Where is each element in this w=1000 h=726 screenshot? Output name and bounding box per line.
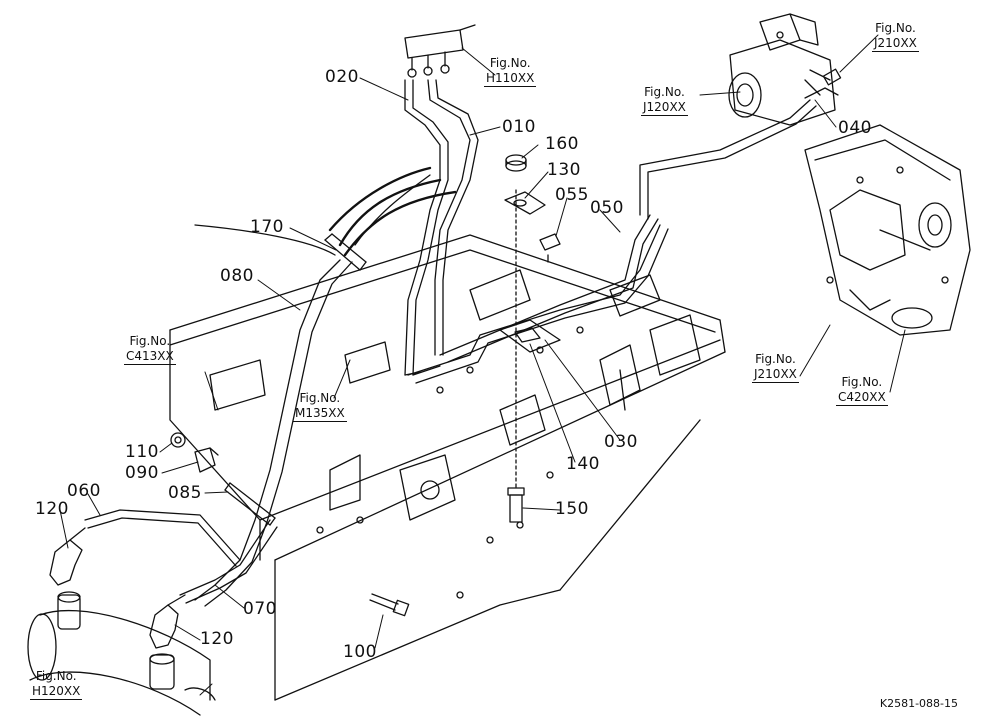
fig-ref-j210-top: Fig.No. J210XX [872, 21, 919, 52]
part-label-130: 130 [547, 160, 581, 180]
fig-ref-j120-line2: J120XX [641, 100, 688, 116]
part-label-080: 080 [220, 266, 254, 286]
fig-ref-h120-line2: H120XX [30, 684, 83, 700]
leader-lines [59, 34, 906, 696]
elbow-120-left [49, 527, 86, 586]
pipe-070 [179, 519, 278, 604]
part-label-085: 085 [168, 483, 202, 503]
drawing-code: K2581-088-15 [879, 697, 958, 710]
main-frame [169, 234, 726, 701]
part-label-010: 010 [502, 117, 536, 137]
part-label-140: 140 [566, 454, 600, 474]
fig-ref-j210-top-line2: J210XX [872, 36, 919, 52]
fig-ref-j210-mid-line2: J210XX [752, 367, 799, 383]
fitting-090 [194, 447, 219, 473]
part-label-060: 060 [67, 481, 101, 501]
fig-ref-j210-mid-line1: Fig.No. [755, 352, 796, 366]
part-label-150: 150 [555, 499, 589, 519]
fig-ref-h110-line1: Fig.No. [489, 56, 531, 70]
sleeve-055 [539, 233, 561, 263]
fig-ref-h120: Fig.No. H120XX [30, 669, 83, 700]
part-label-055: 055 [555, 185, 589, 205]
part-label-030: 030 [604, 432, 638, 452]
bolt-150 [507, 189, 525, 523]
part-label-100: 100 [343, 642, 377, 662]
fig-ref-j120: Fig.No. J120XX [641, 85, 688, 116]
part-label-110: 110 [125, 442, 159, 462]
rear-axle-housing [27, 591, 216, 716]
part-label-120-right: 120 [200, 629, 234, 649]
clamp-085 [224, 482, 276, 526]
fitting-110 [170, 432, 186, 448]
fig-ref-c420: Fig.No. C420XX [836, 375, 888, 406]
fig-ref-h120-line1: Fig.No. [35, 669, 77, 683]
part-label-170: 170 [250, 217, 284, 237]
part-label-020: 020 [325, 67, 359, 87]
fig-ref-j210-mid: Fig.No. J210XX [752, 352, 799, 383]
part-label-120-left: 120 [35, 499, 69, 519]
elbow-120-right [149, 594, 186, 649]
fig-ref-h110: Fig.No. H110XX [484, 56, 537, 87]
fig-ref-c413-line1: Fig.No. [129, 334, 171, 348]
stay-140 [499, 319, 561, 353]
fig-ref-j210-top-line1: Fig.No. [875, 21, 916, 35]
fig-ref-m135-line2: M135XX [293, 406, 347, 422]
transmission-case [804, 124, 971, 336]
part-label-040: 040 [838, 118, 872, 138]
pipe-030 [407, 224, 669, 384]
fig-ref-c420-line1: Fig.No. [841, 375, 883, 389]
clamp-130 [504, 191, 546, 215]
part-label-160: 160 [545, 134, 579, 154]
pipe-080 [194, 174, 431, 607]
distribution-block [404, 24, 476, 78]
part-label-050: 050 [590, 198, 624, 218]
fig-ref-c420-line2: C420XX [836, 390, 888, 406]
hydraulic-pump-assembly [728, 13, 836, 126]
fig-ref-j120-line1: Fig.No. [644, 85, 685, 99]
collar-160 [505, 154, 527, 172]
hose-bundle [328, 166, 457, 257]
pipe-060 [84, 509, 241, 567]
fig-ref-m135-line1: Fig.No. [299, 391, 341, 405]
part-label-070: 070 [243, 599, 277, 619]
fig-ref-c413-line2: C413XX [124, 349, 176, 365]
pipe-040 [639, 68, 842, 220]
pipe-010 [427, 79, 479, 356]
part-label-090: 090 [125, 463, 159, 483]
fig-ref-c413: Fig.No. C413XX [124, 334, 176, 365]
clamp-170 [324, 233, 367, 271]
fig-ref-h110-line2: H110XX [484, 71, 537, 87]
pipe-050 [439, 214, 659, 363]
fig-ref-m135: Fig.No. M135XX [293, 391, 347, 422]
bolt-100 [369, 593, 410, 617]
